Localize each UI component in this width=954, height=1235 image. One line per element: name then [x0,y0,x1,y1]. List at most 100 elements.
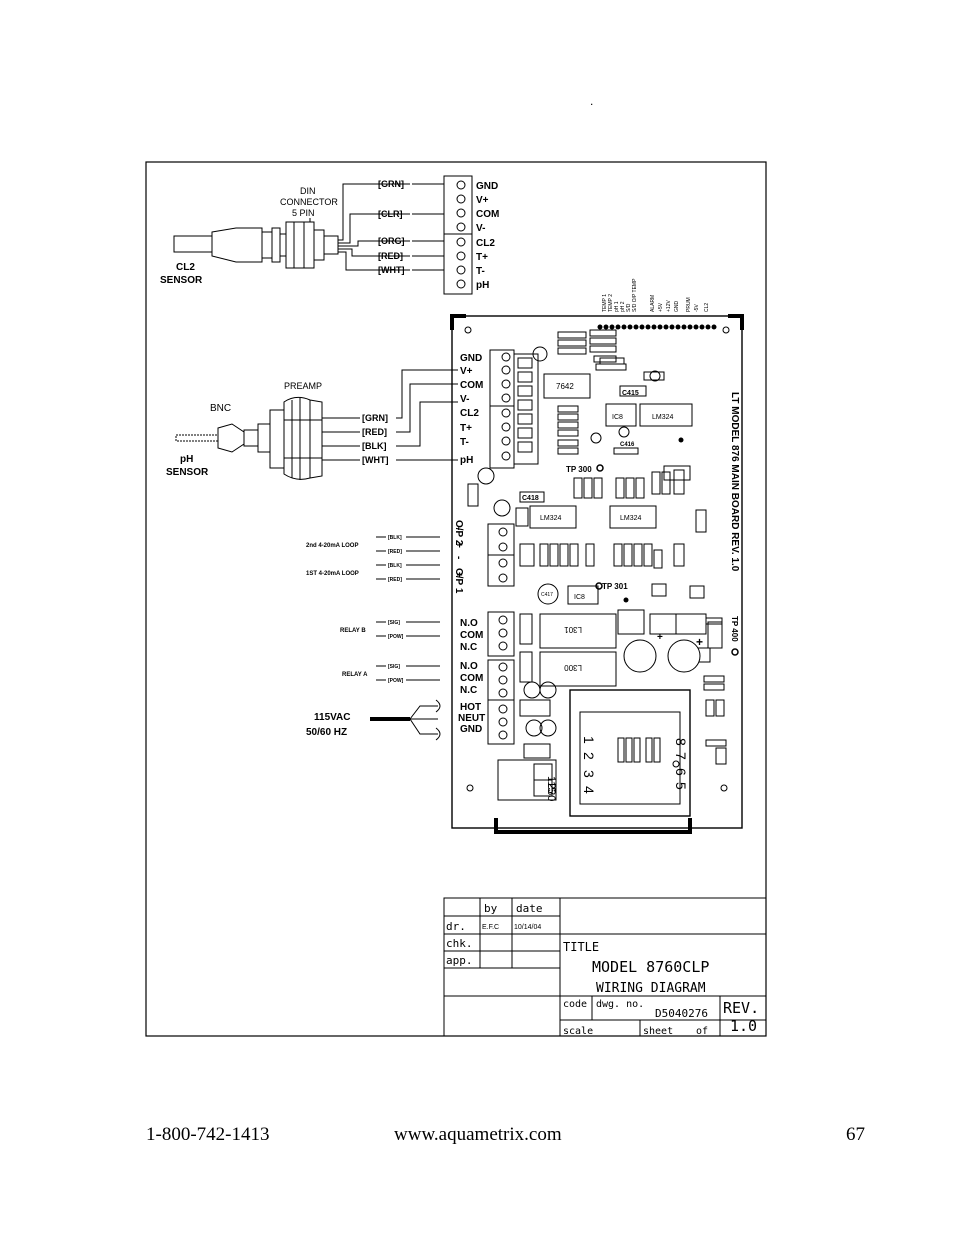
power-neut: NEUT [458,713,485,724]
ph-sensor-label-1: pH [180,454,193,465]
power-label-2: 50/60 HZ [306,727,347,738]
relay-wire: [SIG] [388,620,400,626]
connector-label: CONNECTOR [280,197,338,207]
main-board: TEMP 1 TEMP 2 pH 1 pH 2 S/D S/D O/P TEMP… [450,278,744,834]
power-gnd: GND [460,724,482,735]
svg-text:+: + [657,632,663,643]
cl2-term-com: COM [476,209,499,220]
transformer-pin: 5 [673,782,689,790]
loop-wire: [RED] [388,577,402,583]
cap-c417 [537,583,559,605]
loop2-label: 2nd 4-20mA LOOP [306,543,358,549]
pin-label: 5 PIN [292,208,315,218]
cl2-wire-grn: [GRN] [378,179,404,189]
header-label: ALARM [650,295,656,312]
tp301-label: TP 301 [602,582,628,591]
transformer-pin: 8 [673,738,689,746]
relay-wire: [POW] [388,678,404,684]
transformer-pin: 3 [581,770,597,778]
board-term-cl2: CL2 [460,408,479,419]
relay-b-no: N.O [460,618,478,629]
din-label: DIN [300,186,316,196]
tb-code-label: code [563,999,587,1010]
tb-app-label: app. [446,954,473,967]
relay-a-label: RELAY A [342,672,368,678]
cap-c415-label: C415 [622,390,639,397]
board-title: LT MODEL 876 MAIN BOARD REV. 1.0 [729,392,740,572]
op1-minus: - [453,556,464,559]
cap-c417-label: C417 [541,592,553,598]
header-label: S/D [626,303,632,312]
left-wiring-labels: 2nd 4-20mA LOOP 1ST 4-20mA LOOP [BLK] [R… [306,535,441,741]
relay-l301-label: L301 [564,625,582,634]
cl2-wire-wht: [WHT] [378,265,405,275]
relay-b-com: COM [460,630,483,641]
cl2-wire-org: [ORG] [378,236,405,246]
fuses [519,681,557,759]
header-label: -5V [694,304,700,312]
cl2-term-gnd: GND [476,181,498,192]
tb-date-header: date [516,902,543,915]
page-mark: . [590,94,593,108]
relay-l300-label: L300 [564,663,582,672]
board-outline [451,315,743,829]
tb-rev-value: 1.0 [730,1017,757,1035]
cap-c401 [623,639,657,673]
relay-wire: [POW] [388,634,404,640]
header-label: +12V [666,300,672,312]
cl2-sensor-label-1: CL2 [176,262,195,273]
header-pins [597,324,717,330]
chip-lm324-a [639,403,693,427]
transformer-windings [617,737,661,763]
chip-lm324-c-label: LM324 [620,515,642,522]
power-hot: HOT [460,702,481,713]
board-term-vplus: V+ [460,366,473,377]
cl2-terminal-screws [456,180,466,289]
small-components [477,346,723,663]
board-sensor-terminal-block [489,349,515,469]
op2-plus: + [453,542,464,548]
tp300-label: TP 300 [566,465,592,474]
cl2-term-vplus: V+ [476,195,489,206]
power-terminal-block [487,699,515,745]
cl2-probe-cable [173,235,213,253]
chip-lm324-b-label: LM324 [540,515,562,522]
footer-page-number: 67 [846,1124,865,1145]
loop1-label: 1ST 4-20mA LOOP [306,571,359,577]
tb-by-header: by [484,902,498,915]
chip-ic8-b [515,507,529,527]
board-sensor-screws [501,352,511,461]
relay-b-terminal-block [487,611,515,657]
voltage-230: 230 [545,783,557,801]
loop-wire: [BLK] [388,535,402,541]
relay-a-com: COM [460,673,483,684]
board-term-ph: pH [460,455,473,466]
tb-scale-label: scale [563,1026,593,1037]
header-label: GND [674,301,680,313]
ph-wire-wht: [WHT] [362,455,389,465]
tb-of-label: of [696,1026,708,1037]
chip-lm324-a-label: LM324 [652,414,674,421]
cl2-term-ph: pH [476,280,489,291]
tb-dr-by: E.F.C [482,924,499,931]
tp400-label: TP 400 [730,616,739,642]
preamp-body [269,409,285,469]
bnc-label: BNC [210,403,231,414]
title-block-frame [443,897,767,1037]
tb-dwg-no: D5040276 [655,1007,708,1020]
header-label: pH 1 [614,301,620,312]
header-label: TEMP 2 [608,294,614,312]
cl2-term-tminus: T- [476,266,485,277]
cl2-term-tplus: T+ [476,252,488,263]
chip-lm324-b [529,505,577,529]
power-label-1: 115VAC [314,712,351,723]
op2-minus: - [453,527,464,530]
cap-c400 [667,639,701,673]
ph-cable [175,434,219,442]
tb-title-line2: WIRING DIAGRAM [596,981,706,996]
relay-wire: [SIG] [388,664,400,670]
footer-website[interactable]: www.aquametrix.com [394,1124,562,1145]
ph-wire-red: [RED] [362,427,387,437]
board-term-gnd: GND [460,353,482,364]
